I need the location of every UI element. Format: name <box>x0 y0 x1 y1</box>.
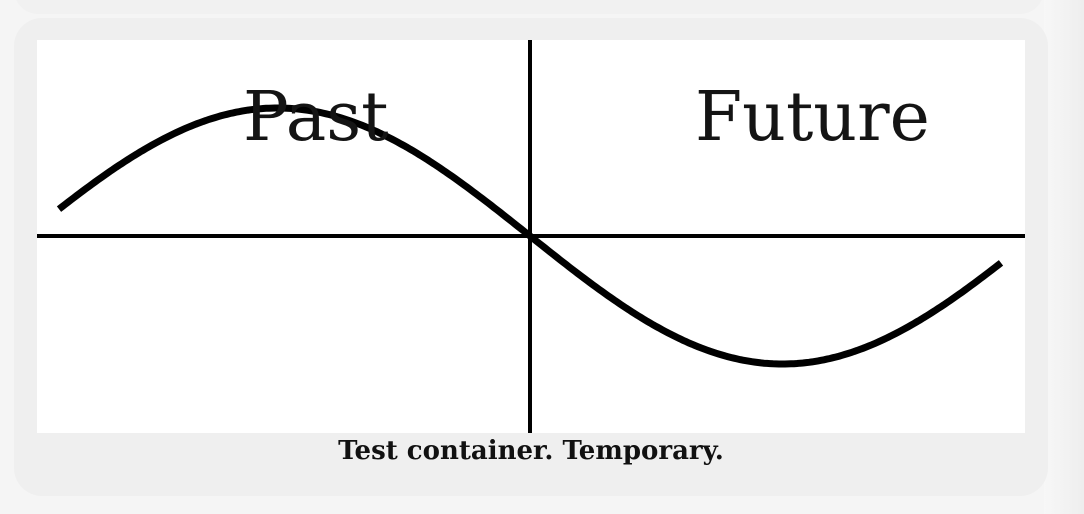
future-label: Future <box>695 78 930 157</box>
sine-wave-curve <box>56 104 1004 368</box>
sine-diagram <box>37 40 1025 433</box>
right-edge-shade <box>1044 0 1084 514</box>
diagram-canvas: Past Future <box>37 40 1025 433</box>
caption-text: Test container. Temporary. <box>338 436 724 466</box>
previous-card-bottom <box>14 0 1044 14</box>
past-label: Past <box>243 78 389 157</box>
